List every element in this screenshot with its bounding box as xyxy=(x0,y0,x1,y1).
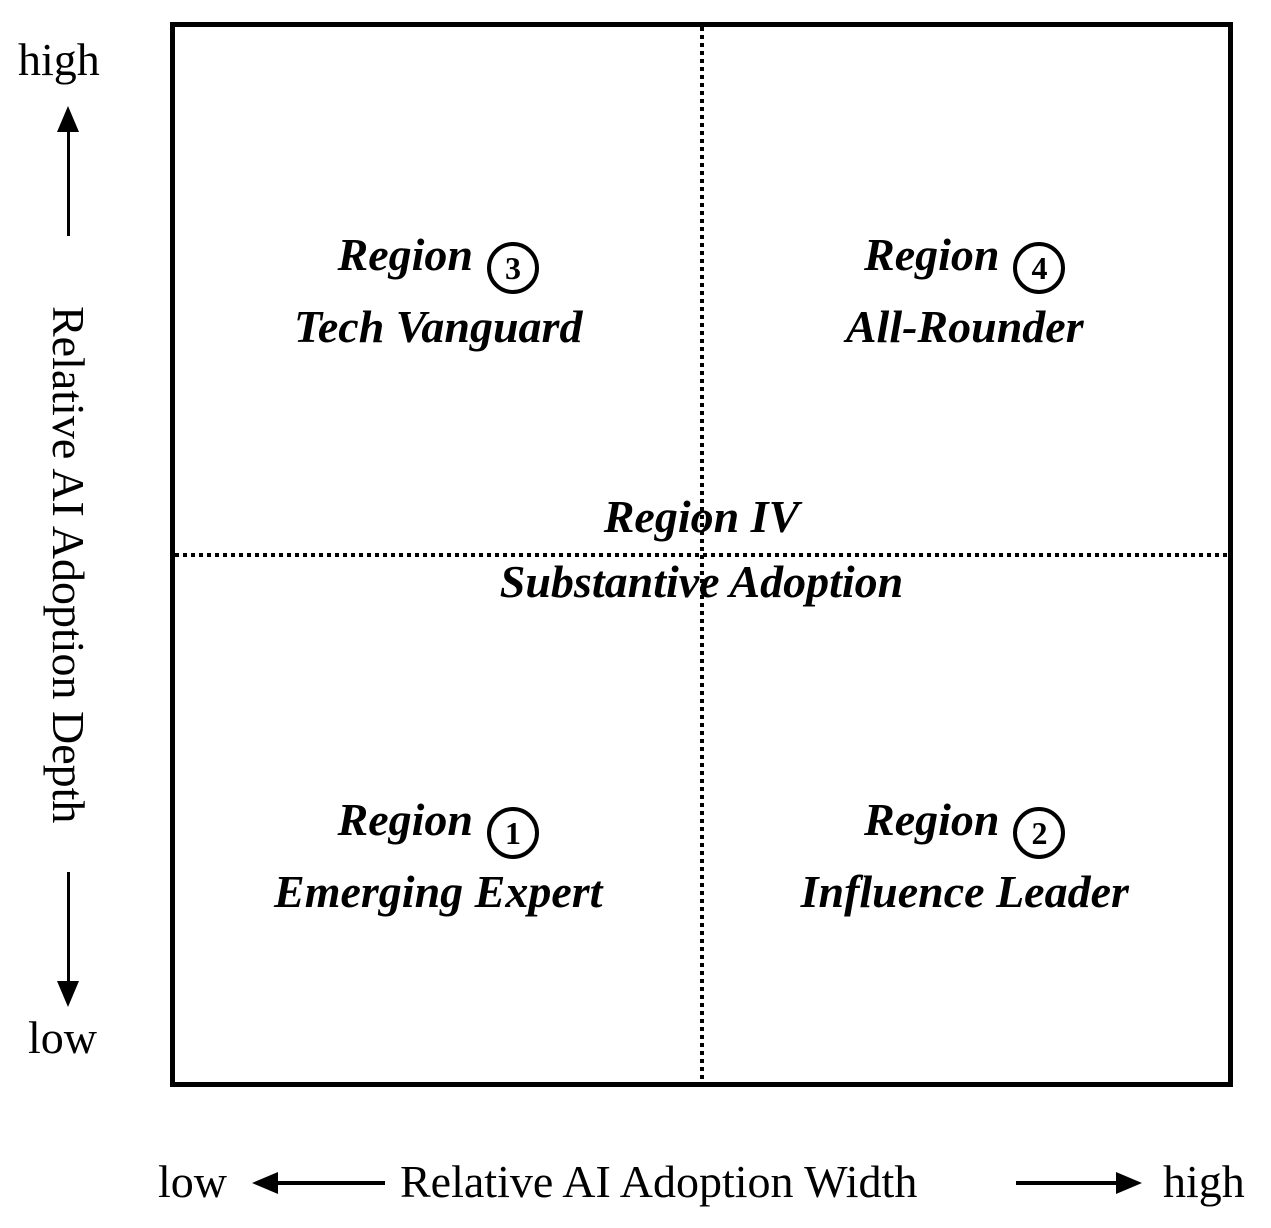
left-arrowhead-icon xyxy=(252,1172,278,1194)
y-axis-title: Relative AI Adoption Depth xyxy=(43,306,94,824)
x-axis-low-label: low xyxy=(158,1156,227,1207)
y-axis-down-arrow xyxy=(56,872,80,1007)
arrow-shaft xyxy=(1016,1181,1116,1185)
circled-number-icon: 1 xyxy=(486,806,539,859)
y-axis-low-label: low xyxy=(28,1012,97,1063)
x-axis-high-label: high xyxy=(1163,1156,1245,1207)
right-arrowhead-icon xyxy=(1116,1172,1142,1194)
arrow-shaft xyxy=(66,132,70,236)
x-axis-title: Relative AI Adoption Width xyxy=(400,1156,918,1207)
region-word: Region xyxy=(864,229,1000,281)
region-word: Region xyxy=(337,229,473,281)
down-arrowhead-icon xyxy=(57,981,79,1007)
quadrant-name: All-Rounder xyxy=(845,301,1084,353)
circled-number-icon: 2 xyxy=(1013,806,1066,859)
arrow-shaft xyxy=(278,1181,385,1185)
y-axis-up-arrow xyxy=(56,106,80,236)
up-arrowhead-icon xyxy=(57,106,79,132)
center-region-label: Region IV Substantive Adoption xyxy=(175,484,1228,614)
x-axis-right-arrow xyxy=(1016,1172,1142,1194)
quadrant-name: Tech Vanguard xyxy=(294,301,583,353)
horizontal-dotted-divider xyxy=(175,552,1228,557)
circled-number-icon: 4 xyxy=(1013,242,1066,295)
center-label-line2: Substantive Adoption xyxy=(499,556,904,607)
quadrant-name: Influence Leader xyxy=(800,865,1129,917)
circled-number-icon: 3 xyxy=(486,242,539,295)
region-word: Region xyxy=(864,793,1000,845)
center-label-line1: Region IV xyxy=(603,491,800,542)
x-axis-left-arrow xyxy=(252,1172,385,1194)
y-axis-high-label: high xyxy=(18,34,100,85)
region-word: Region xyxy=(337,793,473,845)
arrow-shaft xyxy=(66,872,70,981)
quadrant-name: Emerging Expert xyxy=(274,865,603,917)
